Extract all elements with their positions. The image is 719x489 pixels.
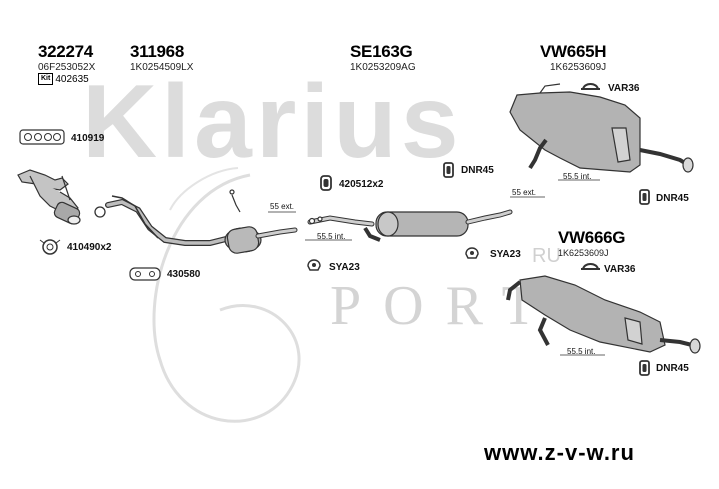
flange-gasket-icon — [129, 267, 161, 281]
clamp-right-icon — [465, 247, 479, 259]
website-url[interactable]: www.z-v-w.ru — [484, 440, 635, 465]
kit-row: Kit 402635 — [38, 73, 95, 85]
oem-number: 1K6253609J — [558, 248, 609, 258]
label-410490[interactable]: 410490x2 — [67, 242, 112, 253]
port-watermark: PORT — [330, 275, 558, 337]
kit-icon: Kit — [38, 73, 54, 85]
ru-watermark: RU — [532, 245, 561, 267]
label-sya23-right[interactable]: SYA23 — [490, 249, 521, 260]
label-430580[interactable]: 430580 — [167, 269, 201, 280]
kit-number[interactable]: 402635 — [55, 73, 89, 85]
label-dnr45-top-right[interactable]: DNR45 — [656, 193, 689, 204]
manifold-gasket-icon — [19, 129, 65, 145]
label-420512[interactable]: 420512x2 — [339, 179, 384, 190]
label-var36-top[interactable]: VAR36 — [608, 83, 640, 94]
rear-silencer-bottom-icon — [506, 275, 701, 354]
dnr-hanger-top-left-icon — [443, 162, 454, 178]
dnr-hanger-bottom-icon — [639, 360, 650, 376]
centre-silencer-icon — [307, 209, 513, 242]
dnr-hanger-top-right-icon — [639, 189, 650, 205]
part-group-322274: 322274 06F253052X Kit 402635 — [38, 42, 95, 85]
exhaust-manifold-icon — [17, 169, 81, 225]
rear-silencer-top-icon — [509, 83, 694, 173]
label-dnr45-top-left[interactable]: DNR45 — [461, 165, 494, 176]
rubber-hanger-icon — [320, 175, 332, 191]
part-group-vw665h: VW665H 1K6253609J — [540, 42, 607, 73]
oem-number: 06F253052X — [38, 62, 96, 73]
ring-gasket-small-icon — [94, 206, 106, 218]
var-clamp-top-icon — [581, 83, 600, 91]
label-var36-bottom[interactable]: VAR36 — [604, 264, 636, 275]
part-group-se163g: SE163G 1K0253209AG — [350, 42, 416, 73]
ring-gasket-icon — [39, 239, 61, 255]
part-group-311968: 311968 1K0254509LX — [130, 42, 193, 73]
label-sya23-left[interactable]: SYA23 — [329, 262, 360, 273]
part-number[interactable]: 322274 — [38, 42, 93, 61]
dimension-label: 55 ext. — [270, 202, 295, 211]
part-number[interactable]: SE163G — [350, 42, 413, 61]
oem-number: 1K0254509LX — [130, 62, 194, 73]
part-group-vw666g: VW666G 1K6253609J — [558, 228, 625, 258]
clamp-left-icon — [307, 259, 321, 271]
label-dnr45-bottom[interactable]: DNR45 — [656, 363, 689, 374]
var-clamp-bottom-icon — [581, 263, 600, 271]
part-number[interactable]: 311968 — [130, 42, 184, 61]
label-410919[interactable]: 410919 — [71, 133, 105, 144]
front-pipe-catalyst-icon — [105, 189, 298, 254]
klarius-watermark: Klarius — [82, 64, 463, 180]
oem-number: 1K6253609J — [550, 62, 607, 73]
oem-number: 1K0253209AG — [350, 62, 416, 73]
dimension-label: 55 ext. — [512, 188, 537, 197]
part-number[interactable]: VW666G — [558, 228, 626, 247]
part-number[interactable]: VW665H — [540, 42, 607, 61]
dimension-lines — [268, 179, 605, 356]
dimension-label: 55.5 int. — [567, 347, 596, 356]
dimension-label: 55.5 int. — [563, 172, 592, 181]
dimension-label: 55.5 int. — [317, 232, 346, 241]
